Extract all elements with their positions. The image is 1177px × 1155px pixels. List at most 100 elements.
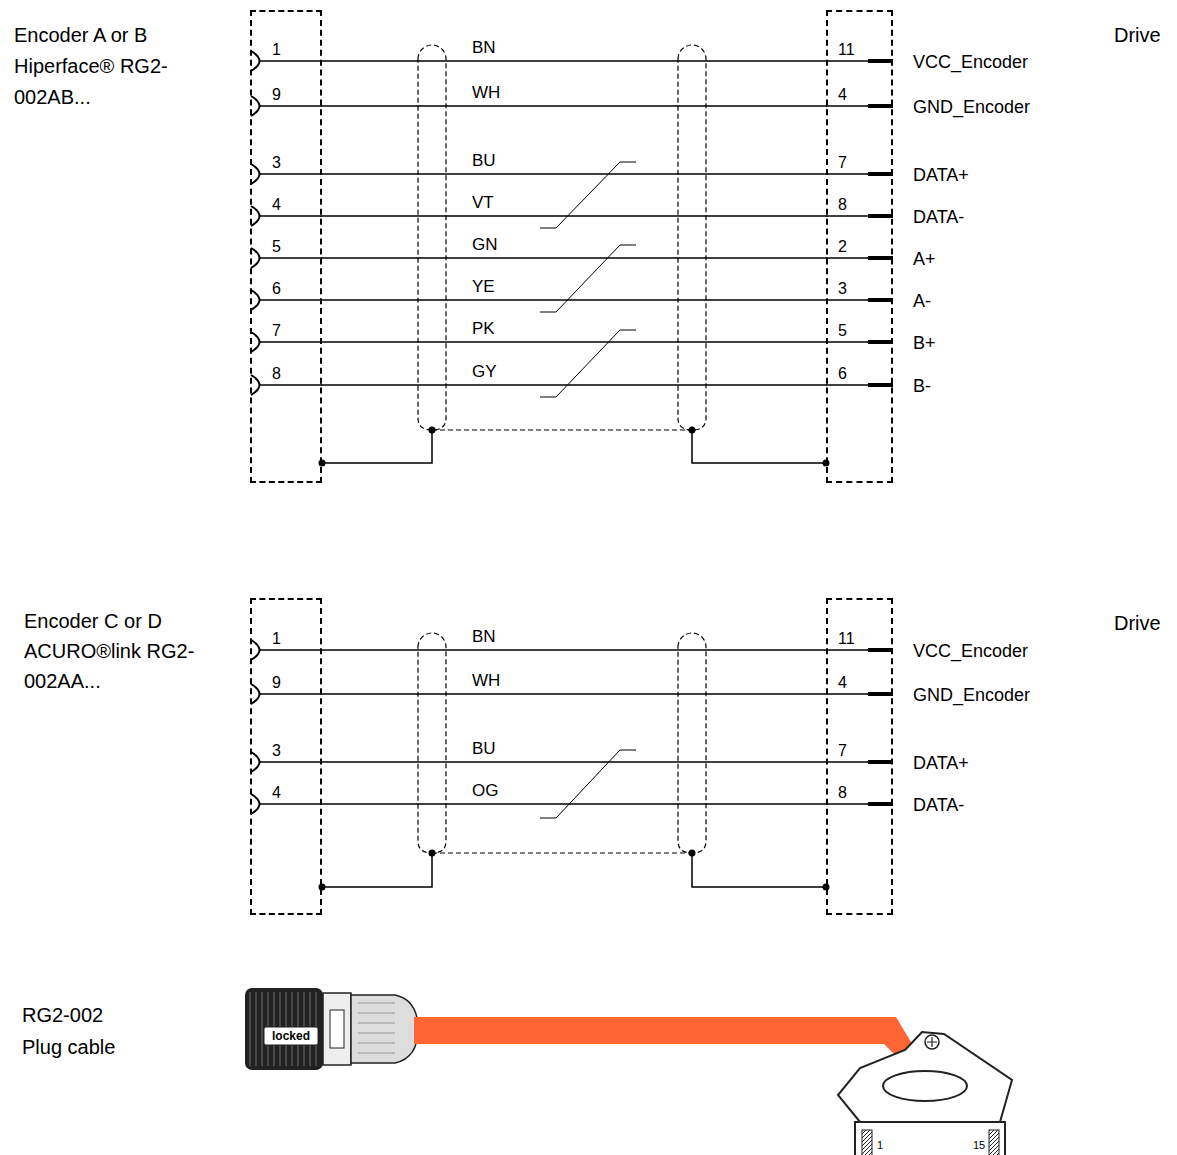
wire-segment (432, 852, 692, 853)
pin-socket (251, 640, 260, 660)
pin-number: 6 (272, 279, 281, 298)
wiring-block (251, 633, 893, 891)
pin-wire (259, 105, 322, 107)
wire (321, 385, 827, 386)
coupling-nut (351, 995, 418, 1063)
plug-cable (245, 988, 1012, 1155)
pin-wire (826, 299, 868, 301)
pin-wire (826, 803, 868, 805)
wire (321, 804, 827, 805)
wire-color: GY (470, 362, 499, 382)
wire-color: YE (470, 277, 497, 297)
pin-terminal (868, 802, 893, 806)
pin-wire (826, 693, 868, 695)
screw-slot (927, 1037, 937, 1047)
signal-name: A- (913, 291, 931, 313)
wire-segment (321, 853, 432, 887)
jack-screw (862, 1130, 872, 1155)
pin-terminal (868, 104, 893, 108)
grip-knurl (255, 992, 257, 1066)
pin-wire (259, 60, 322, 62)
cable-jacket (414, 1017, 884, 1044)
pin-terminal (868, 692, 893, 696)
wire-segment (321, 761, 827, 763)
wire-color: BN (470, 38, 498, 58)
nut-ridge (358, 1013, 395, 1014)
pin-terminal (868, 648, 893, 652)
connector-heading: Drive (1114, 20, 1177, 51)
grip-knurl (249, 992, 251, 1066)
wire-segment (321, 430, 432, 463)
pin-number: 5 (838, 321, 847, 340)
wire-segment (692, 430, 827, 463)
pin-wire (259, 761, 322, 763)
pin-number: 3 (272, 741, 281, 760)
pin-number: 7 (838, 153, 847, 172)
pin-wire (826, 761, 868, 763)
pin-socket (251, 51, 260, 71)
wire-color: PK (470, 319, 497, 339)
twisted-pair-mark (540, 245, 636, 312)
wire-segment (321, 215, 827, 217)
pin-socket (251, 206, 260, 226)
pin-wire (259, 299, 322, 301)
wire-color: VT (470, 193, 496, 213)
wire (321, 174, 827, 175)
wire (321, 216, 827, 217)
pin-wire (259, 257, 322, 259)
pin-number: 1 (877, 1139, 883, 1152)
pin-number: 1 (272, 40, 281, 59)
wire-segment (321, 649, 827, 651)
collar-window (330, 1010, 344, 1048)
jack-screw (989, 1130, 999, 1155)
pin-terminal (868, 59, 893, 63)
pin-wire (259, 341, 322, 343)
signal-name: GND_Encoder (913, 685, 1030, 707)
wire-segment (321, 173, 827, 175)
signal-name: A+ (913, 249, 936, 271)
cable-shield (418, 633, 446, 853)
twisted-pair-mark (540, 162, 636, 228)
wire-color: OG (470, 781, 500, 801)
pin-socket (251, 794, 260, 814)
pin-number: 11 (838, 629, 855, 648)
nut-ridge (358, 1023, 395, 1024)
wire-color: BU (470, 739, 498, 759)
cable-shield (418, 45, 446, 430)
dsub-shell (855, 1122, 1005, 1155)
wire (321, 650, 827, 651)
pin-number: 3 (272, 153, 281, 172)
grip-knurl (261, 992, 263, 1066)
pin-socket (251, 164, 260, 184)
plug-label: locked (272, 1029, 310, 1043)
wire-color: BU (470, 151, 498, 171)
wire (321, 61, 827, 62)
pin-socket (251, 248, 260, 268)
pin-number: 3 (838, 279, 847, 298)
signal-name: B+ (913, 333, 936, 355)
pin-wire (259, 215, 322, 217)
plug-grip (245, 988, 323, 1070)
pin-wire (259, 384, 322, 386)
pin-number: 9 (272, 85, 281, 104)
hood-recess (883, 1071, 967, 1101)
connector-box: Drive (826, 10, 893, 483)
signal-name: GND_Encoder (913, 97, 1030, 119)
signal-name: DATA- (913, 795, 964, 817)
pin-wire (259, 803, 322, 805)
pin-number: 8 (838, 783, 847, 802)
wire-color: WH (470, 671, 502, 691)
wire-segment (321, 60, 827, 62)
wire (321, 762, 827, 763)
wire-segment (321, 693, 827, 695)
wire-segment (321, 105, 827, 107)
signal-name: DATA+ (913, 165, 969, 187)
pin-number: 11 (838, 40, 855, 59)
pin-wire (826, 384, 868, 386)
pin-socket (251, 375, 260, 395)
dsub-hood (838, 1032, 1012, 1122)
pin-wire (259, 649, 322, 651)
pin-wire (259, 173, 322, 175)
wire-segment (692, 853, 827, 887)
